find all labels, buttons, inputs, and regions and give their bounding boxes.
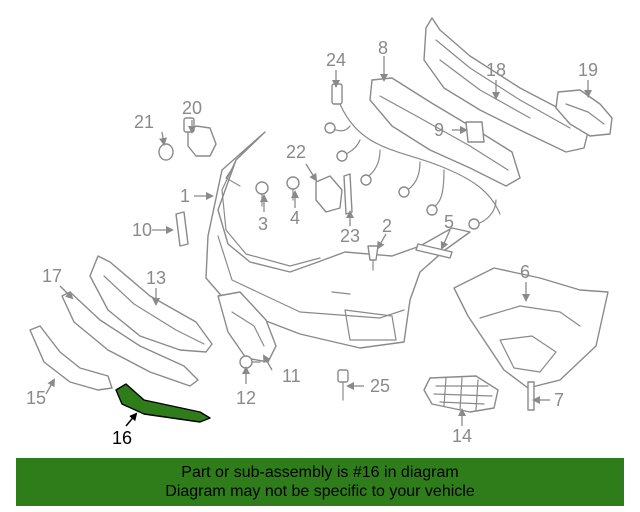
callout-5: 5: [444, 212, 454, 232]
callout-19: 19: [578, 60, 598, 80]
clip-part-2: [367, 245, 379, 271]
highlighted-trim-part-16: [115, 383, 211, 423]
strip-part-23: [343, 173, 353, 215]
module-part-22: [315, 175, 343, 213]
callout-21: 21: [134, 112, 154, 132]
callout-23: 23: [340, 226, 360, 246]
callout-25: 25: [370, 376, 390, 396]
callout-24: 24: [326, 50, 346, 70]
callout-16: 16: [112, 428, 132, 448]
screw-part-3: [255, 181, 269, 207]
bolt-part-25: [337, 369, 349, 401]
callout-10: 10: [132, 220, 152, 240]
callout-6: 6: [520, 262, 530, 282]
callout-2: 2: [382, 216, 392, 236]
strip-part-5: [415, 243, 453, 259]
parts-diagram: 1 2 3 4 5 6 7 8 9 10 11 12 13 14 15 16 1…: [26, 17, 613, 448]
screw-part-4: [286, 176, 300, 201]
notice-banner: Part or sub-assembly is #16 in diagram D…: [16, 458, 624, 506]
callout-17: 17: [42, 266, 62, 286]
wiring-harness-part-24: [324, 83, 501, 230]
grommet-part-21: [158, 143, 174, 161]
lower-trim-part-13: [89, 255, 213, 353]
callout-4: 4: [290, 208, 300, 228]
leader-lines: [45, 56, 592, 427]
callout-1: 1: [180, 186, 190, 206]
grille-part-14: [423, 375, 499, 413]
clip-part-9: [465, 121, 485, 143]
callout-18: 18: [486, 60, 506, 80]
pin-part-7: [527, 381, 535, 411]
trim-strip-part-17: [61, 291, 199, 387]
sensor-part-20: [183, 117, 217, 157]
side-grille-part-6: [453, 267, 609, 389]
callout-7: 7: [554, 390, 564, 410]
callout-labels: 1 2 3 4 5 6 7 8 9 10 11 12 13 14 15 16 1…: [26, 38, 598, 448]
callout-9: 9: [434, 120, 444, 140]
callout-20: 20: [182, 98, 202, 118]
callout-12: 12: [236, 388, 256, 408]
impact-bar-part-18: [423, 17, 591, 153]
callout-22: 22: [286, 142, 306, 162]
callout-14: 14: [452, 426, 472, 446]
lower-trim-part-15: [29, 325, 113, 391]
plate-part-11: [217, 291, 277, 363]
callout-13: 13: [146, 268, 166, 288]
callout-3: 3: [258, 214, 268, 234]
bumper-bracket-part-8: [369, 77, 521, 187]
banner-line-part-number: Part or sub-assembly is #16 in diagram: [181, 464, 459, 481]
callout-15: 15: [26, 388, 46, 408]
callout-11: 11: [282, 366, 301, 386]
callout-8: 8: [378, 38, 388, 58]
banner-line-disclaimer: Diagram may not be specific to your vehi…: [165, 483, 475, 500]
clip-part-10: [175, 211, 189, 247]
